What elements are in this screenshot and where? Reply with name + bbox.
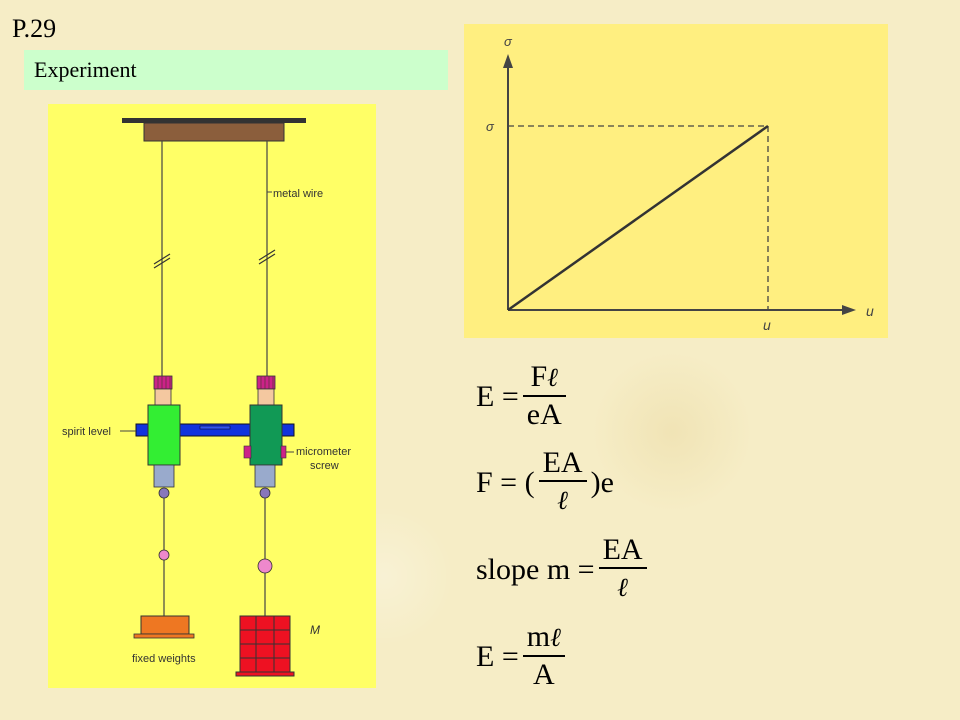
micrometer-label-line2: screw: [310, 460, 339, 472]
wire-break-marks: [153, 249, 276, 269]
formula-3-lhs: slope m =: [476, 552, 595, 586]
formula-slope: slope m = EA ℓ: [476, 533, 651, 606]
formula-3-den-ell: ℓ: [617, 573, 629, 603]
formula-2-lhs: F = (: [476, 465, 535, 499]
left-top-neck: [154, 388, 172, 406]
right-clamp-bolt: [259, 487, 271, 499]
right-clamp: [249, 404, 283, 466]
formula-2-tail: )e: [590, 465, 614, 499]
y-axis-arrow: [503, 54, 513, 68]
formula-4-den: A: [533, 658, 555, 691]
graph-svg: σ u σ u: [486, 34, 874, 333]
apparatus-diagram: metal wire spirit level: [48, 104, 376, 688]
right-top-neck: [257, 388, 275, 406]
spirit-level-bubble: [199, 425, 231, 430]
formula-2-num: EA: [542, 446, 583, 479]
formula-4-lhs: E =: [476, 639, 519, 673]
x-axis-arrow: [842, 305, 856, 315]
formula-4-num-ell: ℓ: [550, 623, 561, 653]
metal-wire-label: metal wire: [273, 188, 323, 200]
point-x-label: u: [763, 317, 771, 333]
left-clamp: [147, 404, 181, 466]
formula-2-den-ell: ℓ: [557, 486, 569, 516]
micrometer-knob: [243, 445, 252, 459]
fixed-weights-label: fixed weights: [132, 653, 196, 665]
formula-1-num: F: [530, 360, 548, 393]
micrometer-knob-right: [280, 445, 287, 459]
formula-1-lhs: E =: [476, 379, 519, 413]
mass-label: M: [310, 623, 320, 637]
slide-number: P.29: [12, 14, 57, 43]
linear-line: [507, 124, 769, 312]
right-hook: [257, 558, 273, 574]
stress-strain-graph: σ u σ u: [464, 24, 888, 338]
formula-youngs-modulus: E = Fℓ eA: [476, 360, 570, 433]
formula-1-fraction: Fℓ eA: [522, 360, 566, 433]
ceiling-block: [143, 122, 285, 142]
formula-1-num-ell: ℓ: [547, 363, 558, 393]
ceiling-plate: [122, 118, 306, 123]
right-top-knob: [256, 375, 276, 390]
fixed-weight-base: [133, 633, 195, 639]
right-clamp-lower: [254, 464, 276, 488]
formula-force: F = ( EA ℓ )e: [476, 446, 614, 519]
y-axis-label: σ: [504, 34, 513, 49]
left-clamp-lower: [153, 464, 175, 488]
spirit-level-label: spirit level: [62, 426, 111, 438]
section-label: Experiment: [24, 50, 448, 90]
micrometer-label-line1: micrometer: [296, 446, 351, 458]
mass-weight: [235, 615, 295, 677]
fixed-weight: [140, 615, 190, 635]
point-y-label: σ: [486, 119, 495, 134]
left-hook: [158, 549, 170, 561]
formula-4-fraction: mℓ A: [522, 620, 565, 693]
formula-1-den: eA: [526, 398, 562, 431]
formula-3-fraction: EA ℓ: [598, 533, 647, 606]
left-clamp-bolt: [158, 487, 170, 499]
formula-3-num: EA: [602, 533, 643, 566]
x-axis-label: u: [866, 303, 874, 319]
left-top-knob: [153, 375, 173, 390]
formula-youngs-from-slope: E = mℓ A: [476, 620, 569, 693]
formula-4-num: m: [526, 620, 551, 653]
formula-2-fraction: EA ℓ: [538, 446, 587, 519]
apparatus-svg: metal wire spirit level: [62, 118, 351, 677]
